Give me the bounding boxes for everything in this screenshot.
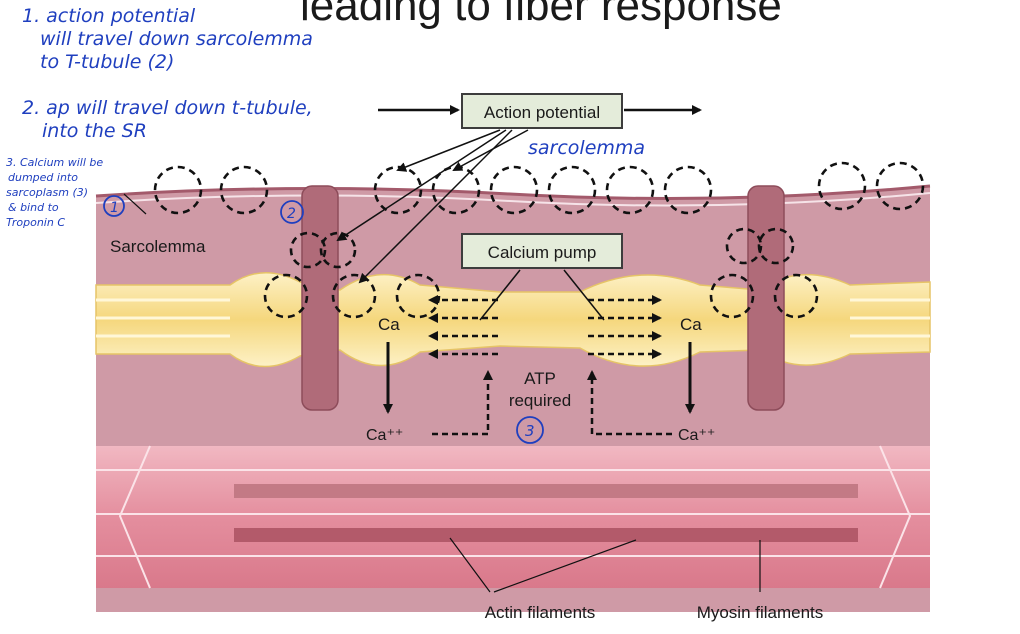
handwritten-marker-3-circle	[516, 416, 544, 444]
action-potential-label: Action potential	[484, 103, 600, 122]
ca-label-right: Ca	[680, 315, 702, 334]
ca-ion-label-right: Ca⁺⁺	[678, 427, 715, 444]
handwritten-sarcolemma: sarcolemma	[528, 137, 645, 159]
svg-text:will travel down sarcolemma: will travel down sarcolemma	[40, 28, 313, 50]
ca-ion-label-left: Ca⁺⁺	[366, 427, 403, 444]
atp-label-line1: ATP	[524, 369, 556, 388]
myosin-filament-band	[234, 528, 858, 542]
svg-text:dumped into: dumped into	[8, 171, 78, 184]
handwritten-note-1: 1. action potential will travel down sar…	[22, 5, 313, 73]
handwritten-marker-1-circle	[103, 195, 125, 217]
myofibril	[96, 446, 930, 588]
action-potential-current-loops	[153, 161, 925, 319]
membrane-highlight	[95, 192, 931, 207]
sarcolemma-leader	[123, 193, 147, 215]
svg-text:sarcoplasm (3): sarcoplasm (3)	[6, 186, 88, 199]
calcium-pump-arrows	[428, 295, 672, 436]
handwritten-marker-2: 2	[287, 206, 296, 222]
pump-pointer-right	[563, 269, 605, 321]
actin-filaments-label: Actin filaments	[485, 603, 596, 622]
svg-text:into the SR: into the SR	[42, 120, 147, 142]
calcium-pump-box	[461, 233, 623, 269]
t-tubule-right	[747, 185, 785, 411]
calcium-pump-label: Calcium pump	[488, 243, 597, 262]
svg-text:Troponin C: Troponin C	[6, 216, 65, 229]
handwritten-marker-1: 1	[110, 200, 119, 216]
ap-pointer-lines	[336, 129, 529, 284]
filament-leaders	[449, 537, 761, 593]
handwritten-note-2: 2. ap will travel down t-tubule, into th…	[22, 97, 313, 142]
svg-text:3. Calcium will be: 3. Calcium will be	[6, 156, 103, 169]
sarcolemma-outline	[95, 184, 931, 200]
ca-label-left: Ca	[378, 315, 400, 334]
t-tubule-left	[301, 185, 339, 411]
reticulum-tubules	[96, 298, 930, 338]
svg-text:to T-tubule (2): to T-tubule (2)	[40, 51, 174, 73]
handwritten-note-3: 3. Calcium will be dumped into sarcoplas…	[6, 156, 103, 229]
sarcolemma-label: Sarcolemma	[110, 237, 206, 256]
handwritten-marker-2-circle	[280, 200, 304, 224]
action-potential-box	[461, 93, 623, 129]
pump-pointer-left	[479, 269, 521, 321]
svg-text:1. action potential: 1. action potential	[22, 5, 196, 27]
myofibril-striations	[96, 445, 930, 589]
handwritten-marker-3: 3	[525, 422, 535, 440]
myosin-filaments-label: Myosin filaments	[697, 603, 824, 622]
atp-label-line2: required	[509, 391, 571, 410]
svg-text:& bind to: & bind to	[8, 201, 59, 214]
actin-filament-band	[234, 484, 858, 498]
slide-title: leading to fiber response	[300, 0, 782, 30]
svg-text:2. ap will travel down t-tubul: 2. ap will travel down t-tubule,	[22, 97, 313, 119]
